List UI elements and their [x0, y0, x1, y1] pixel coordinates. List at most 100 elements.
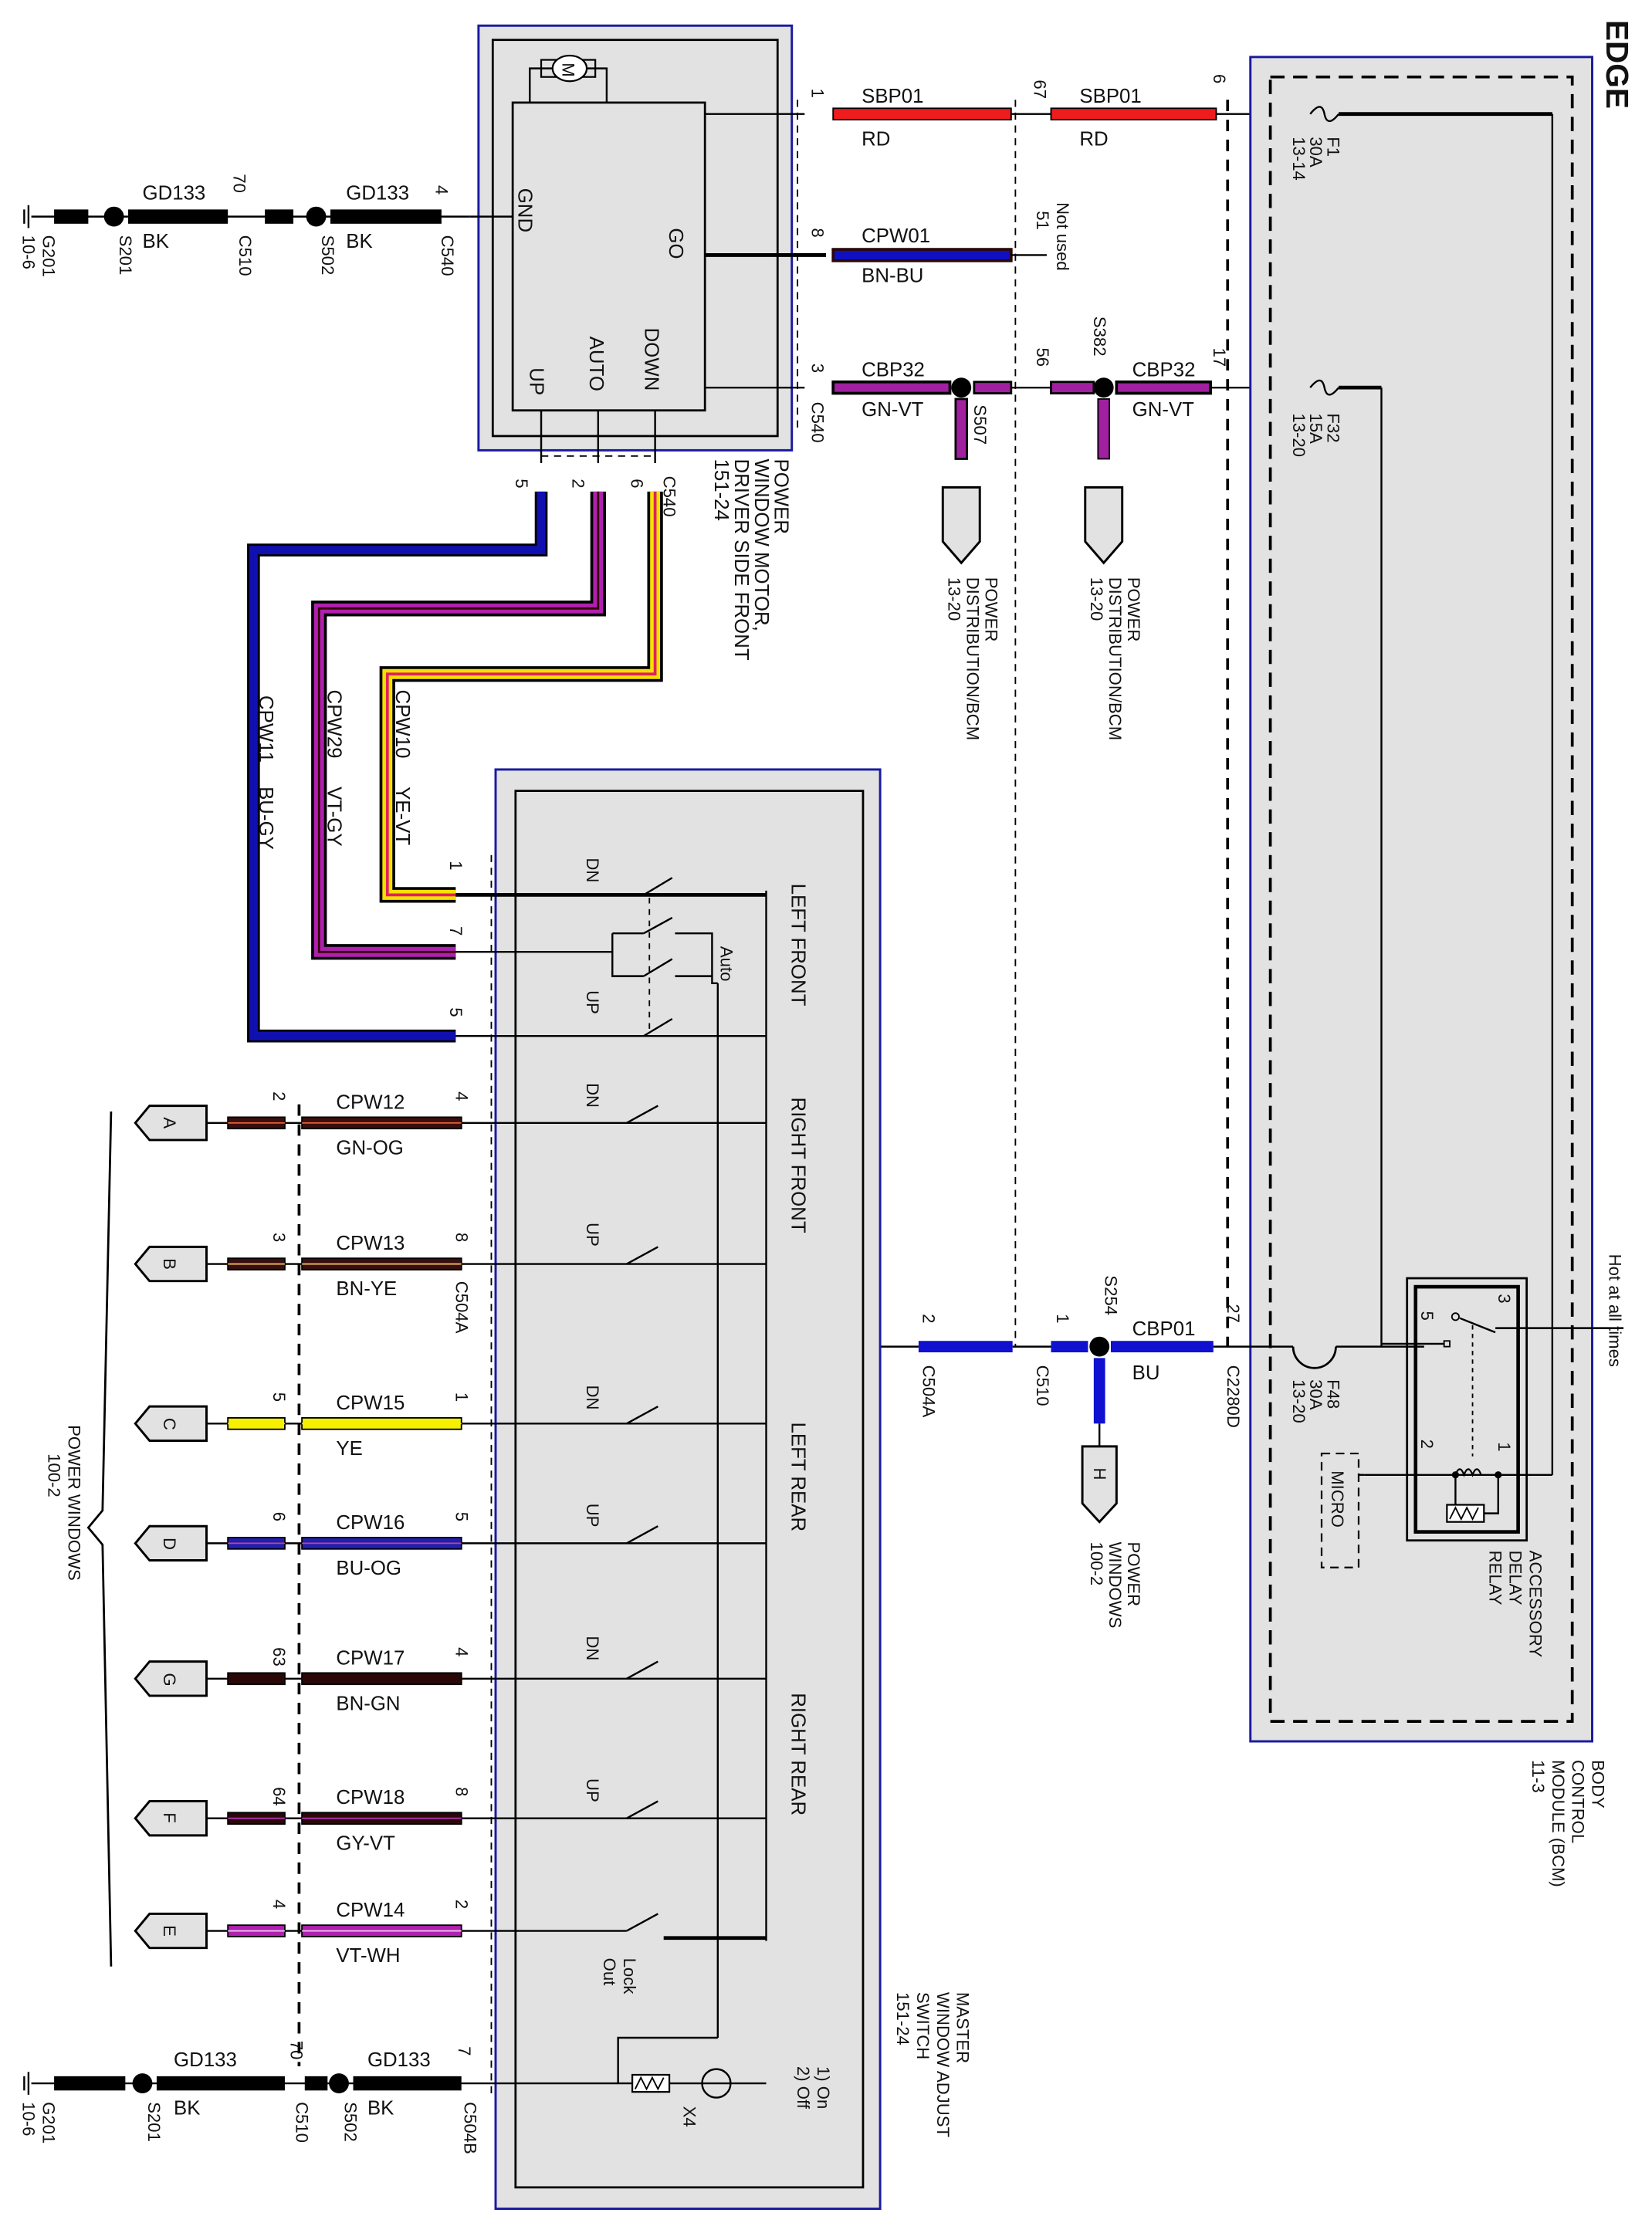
- wire-cbp32[interactable]: CBP32 GN-VT CBP32 GN-VT 3 C540 56 17 S50…: [808, 316, 1382, 460]
- power-distribution-flag-2[interactable]: POWER DISTRIBUTION/BCM 13-20: [1084, 486, 1143, 740]
- svg-text:YE: YE: [336, 1438, 362, 1460]
- ground-circuit-bottom[interactable]: GD133 BK GD133 BK 70 7 G201 10-6 S201 C5…: [19, 2041, 480, 2154]
- svg-text:CBP01: CBP01: [1132, 1318, 1196, 1340]
- svg-text:6: 6: [627, 479, 646, 488]
- accessory-delay-relay[interactable]: 3 5 2 1 ACCESSORY DELAY RELAY: [1364, 1277, 1624, 1657]
- svg-text:RIGHT REAR: RIGHT REAR: [787, 1693, 809, 1815]
- svg-text:F32: F32: [1323, 413, 1342, 442]
- svg-text:151-24: 151-24: [710, 458, 732, 520]
- splice-s201-top: [103, 206, 124, 227]
- svg-text:DN: DN: [583, 858, 602, 882]
- switch-left-rear[interactable]: DN UP LEFT REAR: [477, 1385, 809, 1545]
- svg-text:RD: RD: [862, 128, 890, 150]
- svg-text:S201: S201: [144, 2102, 164, 2142]
- svg-text:GD133: GD133: [142, 182, 205, 204]
- svg-text:H: H: [1090, 1468, 1109, 1480]
- wire-cpw11[interactable]: CPW11 BU-GY: [247, 491, 548, 1043]
- switch-right-rear[interactable]: DN UP RIGHT REAR: [477, 1636, 809, 1819]
- ground-circuit-top[interactable]: GD133 BK GD133 BK 70 4 G201 10-6 S201 C5…: [19, 174, 470, 277]
- power-distribution-flag-1[interactable]: POWER DISTRIBUTION/BCM 13-20: [941, 486, 1001, 740]
- svg-text:64: 64: [269, 1787, 289, 1806]
- svg-text:WINDOW ADJUST: WINDOW ADJUST: [933, 1992, 953, 2137]
- svg-text:UP: UP: [583, 1504, 602, 1528]
- svg-text:30A: 30A: [1306, 1379, 1325, 1410]
- svg-text:SWITCH: SWITCH: [913, 1992, 933, 2059]
- wire-sbp01[interactable]: SBP01 RD SBP01 RD 1 67 6: [808, 74, 1353, 150]
- svg-text:CPW12: CPW12: [336, 1091, 405, 1113]
- switch-left-front[interactable]: DN UP Auto LEFT FRONT: [455, 858, 809, 1037]
- svg-text:C510: C510: [293, 2102, 312, 2143]
- wire-cpw29[interactable]: CPW29 VT-GY: [311, 491, 606, 960]
- svg-text:C504A: C504A: [919, 1365, 938, 1418]
- svg-text:UP: UP: [583, 990, 602, 1014]
- svg-text:3: 3: [808, 364, 828, 373]
- svg-text:7: 7: [446, 926, 465, 936]
- fuse-f32[interactable]: F32 15A 13-20: [1289, 379, 1383, 1347]
- svg-text:BK: BK: [346, 231, 372, 252]
- svg-text:151-24: 151-24: [893, 1992, 912, 2045]
- svg-text:63: 63: [269, 1647, 289, 1666]
- svg-text:2) Off: 2) Off: [794, 2066, 813, 2110]
- svg-text:C510: C510: [1033, 1365, 1052, 1406]
- wire-cpw01[interactable]: CPW01 BN-BU 8 51 Not used: [808, 202, 1072, 286]
- motor-icon: M: [529, 54, 608, 103]
- svg-text:D: D: [160, 1538, 179, 1550]
- svg-text:A: A: [160, 1117, 179, 1128]
- svg-text:GY-VT: GY-VT: [336, 1832, 395, 1854]
- svg-text:CPW13: CPW13: [336, 1233, 405, 1254]
- master-window-switch[interactable]: DN UP Auto LEFT FRONT DN UP RIGHT FRONT …: [455, 768, 882, 2211]
- svg-text:CPW10: CPW10: [391, 690, 413, 759]
- svg-text:S201: S201: [116, 235, 135, 276]
- fuse-f48[interactable]: F48 30A 13-20: [1239, 1345, 1424, 1423]
- svg-text:YE-VT: YE-VT: [391, 787, 413, 845]
- svg-text:CPW29: CPW29: [323, 690, 344, 759]
- wire-cbp01-feed[interactable]: CBP01 BU 2 C504A 1 C510 S254 27 C2280D: [766, 1275, 1244, 1446]
- power-windows-flag-h[interactable]: H POWER WINDOWS 100-2: [1081, 1445, 1143, 1629]
- switch-right-front[interactable]: DN UP RIGHT FRONT: [477, 1083, 809, 1265]
- svg-text:27: 27: [1224, 1304, 1243, 1323]
- svg-text:G201: G201: [39, 235, 58, 277]
- svg-text:DN: DN: [583, 1083, 602, 1108]
- wire-cpw10[interactable]: CPW10 YE-VT: [379, 491, 663, 903]
- svg-text:7: 7: [455, 2046, 474, 2056]
- svg-text:1: 1: [808, 88, 828, 97]
- svg-text:SBP01: SBP01: [1079, 86, 1141, 107]
- svg-text:S382: S382: [1090, 316, 1109, 357]
- body-control-module[interactable]: F1 30A 13-14 F32 15A 13-20 F48 30A 13-20: [1239, 56, 1624, 1743]
- svg-text:S254: S254: [1102, 1275, 1121, 1315]
- svg-text:LEFT REAR: LEFT REAR: [787, 1422, 809, 1531]
- svg-text:POWER WINDOWS: POWER WINDOWS: [65, 1425, 84, 1581]
- svg-text:13-20: 13-20: [945, 577, 964, 621]
- power-window-motor-module[interactable]: M GND GO DOWN AUTO UP: [477, 24, 794, 452]
- svg-text:4: 4: [452, 1647, 471, 1656]
- svg-text:GD133: GD133: [346, 182, 409, 204]
- pin-label-go: GO: [665, 228, 686, 259]
- svg-text:CPW11: CPW11: [255, 695, 276, 763]
- svg-text:WINDOW MOTOR,: WINDOW MOTOR,: [750, 458, 772, 631]
- svg-text:DRIVER SIDE FRONT: DRIVER SIDE FRONT: [730, 458, 752, 660]
- svg-text:3: 3: [1495, 1294, 1514, 1303]
- svg-text:5: 5: [269, 1392, 289, 1402]
- svg-text:F1: F1: [1323, 137, 1342, 157]
- svg-text:56: 56: [1033, 347, 1052, 367]
- motor-module-label: POWER WINDOW MOTOR, DRIVER SIDE FRONT 15…: [710, 458, 791, 660]
- switch-lock-out[interactable]: Lock Out: [477, 1913, 767, 1995]
- svg-text:CONTROL: CONTROL: [1569, 1760, 1588, 1843]
- svg-text:CPW01: CPW01: [862, 225, 930, 247]
- svg-text:BU-GY: BU-GY: [255, 787, 276, 850]
- micro-controller[interactable]: MICRO: [1320, 1452, 1360, 1568]
- svg-text:BK: BK: [367, 2098, 394, 2120]
- svg-text:LEFT FRONT: LEFT FRONT: [787, 884, 809, 1007]
- svg-text:MODULE (BCM): MODULE (BCM): [1549, 1760, 1568, 1887]
- svg-text:BN-BU: BN-BU: [862, 266, 923, 287]
- svg-text:B: B: [160, 1258, 179, 1270]
- svg-text:5: 5: [446, 1007, 465, 1017]
- fuse-f1[interactable]: F1 30A 13-14: [1289, 106, 1554, 1475]
